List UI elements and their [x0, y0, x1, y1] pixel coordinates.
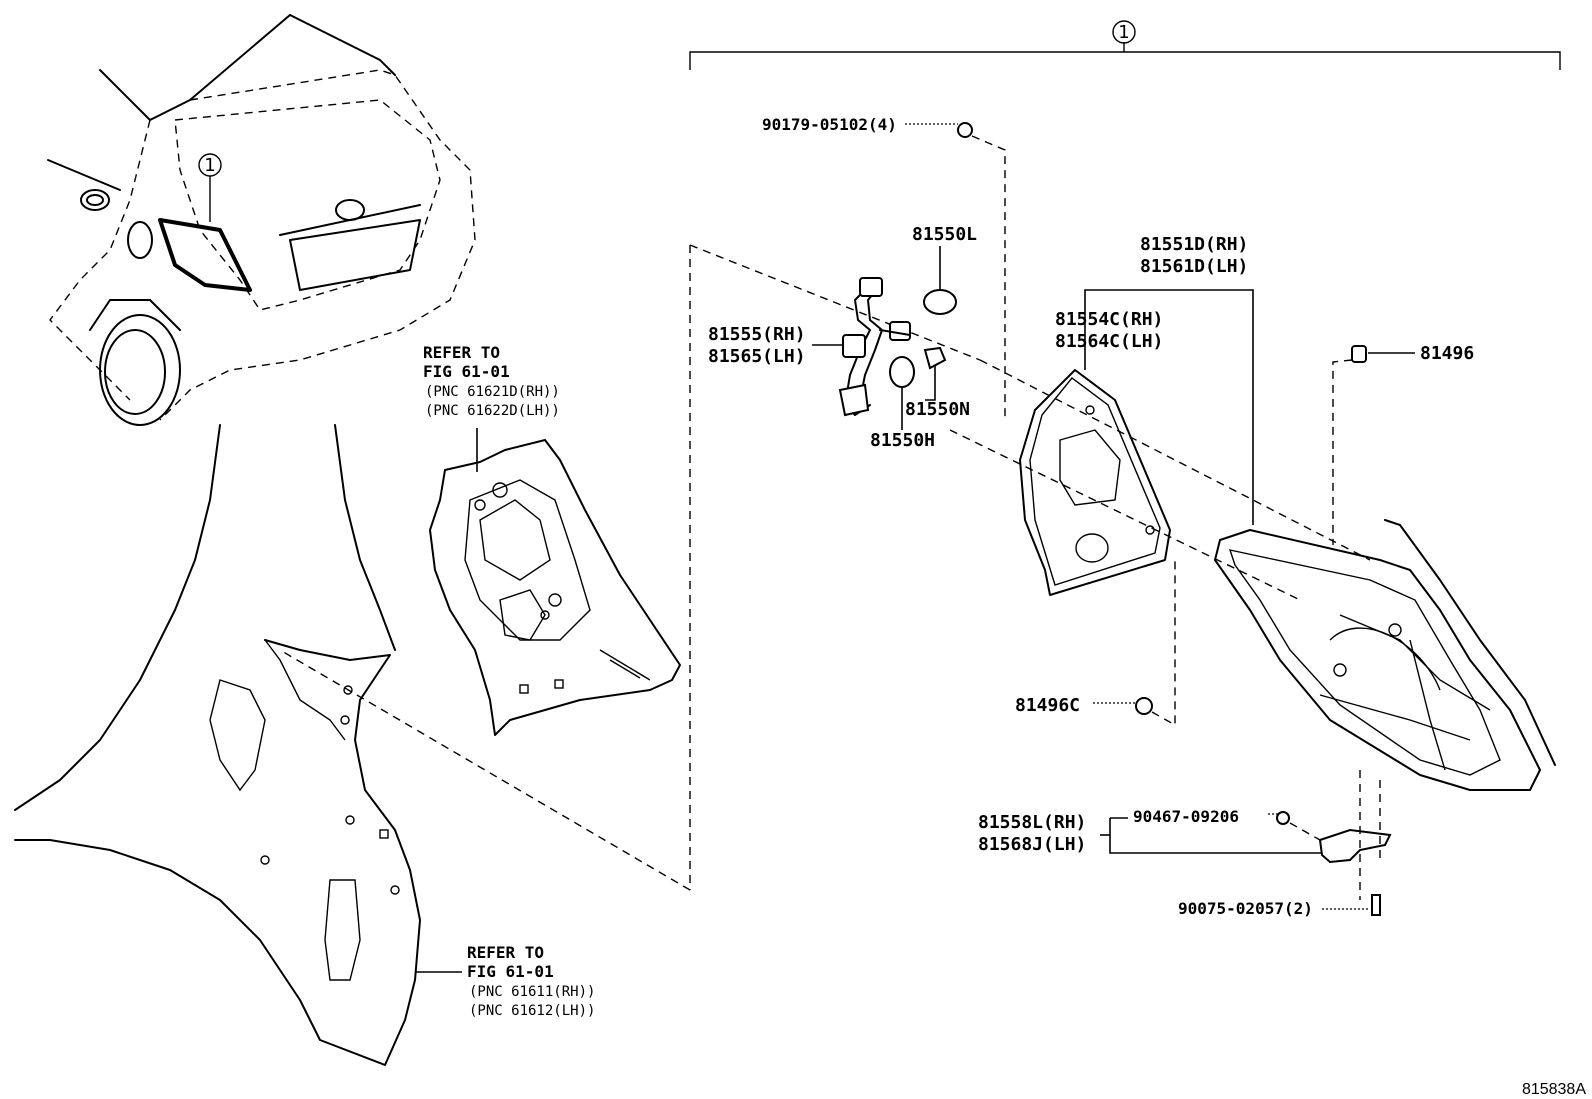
part-labels: 90179-05102(4) 81550L 81551D(RH) 81561D(… — [708, 115, 1474, 918]
label-90075-02057: 90075-02057(2) — [1178, 899, 1313, 918]
label-81550l: 81550L — [912, 224, 977, 245]
clip-81496 — [1332, 345, 1415, 545]
label-81561d-lh: 81561D(LH) — [1140, 256, 1248, 277]
quarter-panel-outer — [14, 424, 421, 1066]
label-81555-rh: 81555(RH) — [708, 324, 806, 345]
refer1-line3: (PNC 61621D(RH)) — [425, 384, 560, 400]
label-81565-lh: 81565(LH) — [708, 346, 806, 367]
socket-wire-harness — [838, 277, 911, 417]
bulb-81550n — [923, 346, 947, 370]
car-rear-view: 1 — [47, 14, 476, 426]
refer-note-lower: REFER TO FIG 61-01 (PNC 61611(RH)) (PNC … — [415, 943, 595, 1019]
screw-90179 — [905, 122, 1006, 420]
bulb-81550l — [923, 289, 957, 315]
refer2-line3: (PNC 61611(RH)) — [469, 984, 595, 1000]
refer1-line2: FIG 61-01 — [423, 362, 510, 381]
callout-1-top: 1 — [1118, 22, 1129, 43]
refer2-line4: (PNC 61612(LH)) — [469, 1003, 595, 1019]
refer2-line1: REFER TO — [467, 943, 544, 962]
tail-lamp-assembly — [1214, 519, 1556, 791]
refer-note-upper: REFER TO FIG 61-01 (PNC 61621D(RH)) (PNC… — [423, 343, 560, 472]
gasket — [1019, 369, 1171, 596]
assembly-bracket: 1 — [689, 20, 1561, 70]
label-81568j-lh: 81568J(LH) — [978, 834, 1086, 855]
label-81496: 81496 — [1420, 343, 1474, 364]
refer1-line4: (PNC 61622D(LH)) — [425, 403, 560, 419]
figure-id: 815838A — [1522, 1081, 1586, 1098]
lamp-bracket — [1100, 770, 1392, 916]
label-81551d-rh: 81551D(RH) — [1140, 234, 1248, 255]
refer1-line1: REFER TO — [423, 343, 500, 362]
refer2-line2: FIG 61-01 — [467, 962, 554, 981]
label-90179-05102: 90179-05102(4) — [762, 115, 897, 134]
label-81550h: 81550H — [870, 430, 935, 451]
label-81496c: 81496C — [1015, 695, 1080, 716]
label-90467-09206: 90467-09206 — [1133, 807, 1239, 826]
label-81554c-rh: 81554C(RH) — [1055, 309, 1163, 330]
label-81564c-lh: 81564C(LH) — [1055, 331, 1163, 352]
label-81550n: 81550N — [905, 399, 970, 420]
label-81558l-rh: 81558L(RH) — [978, 812, 1086, 833]
callout-1-car: 1 — [204, 155, 215, 176]
clip-81496c — [1093, 560, 1176, 727]
bulbs — [889, 246, 957, 430]
bulb-81550h — [889, 356, 915, 388]
quarter-panel-inner — [429, 439, 681, 736]
